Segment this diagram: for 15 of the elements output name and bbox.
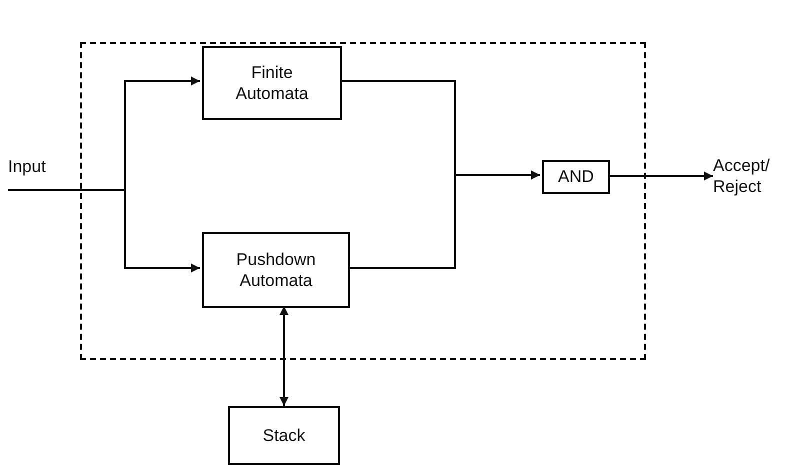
process-box bbox=[228, 406, 340, 465]
arrow bbox=[8, 189, 200, 272]
group-boundary bbox=[80, 42, 646, 360]
box-label: Stack bbox=[262, 424, 306, 446]
arrow bbox=[280, 306, 288, 406]
node-label: Accept/ Reject bbox=[713, 154, 771, 198]
process-box bbox=[542, 160, 610, 194]
box-label: Finite Automata bbox=[234, 62, 310, 104]
arrow bbox=[608, 172, 713, 180]
box-label: AND bbox=[558, 166, 594, 188]
arrow bbox=[348, 170, 540, 269]
node-label: Input bbox=[8, 156, 46, 178]
process-box bbox=[202, 46, 342, 120]
process-box bbox=[202, 232, 350, 308]
box-label: Pushdown Automata bbox=[235, 248, 317, 292]
